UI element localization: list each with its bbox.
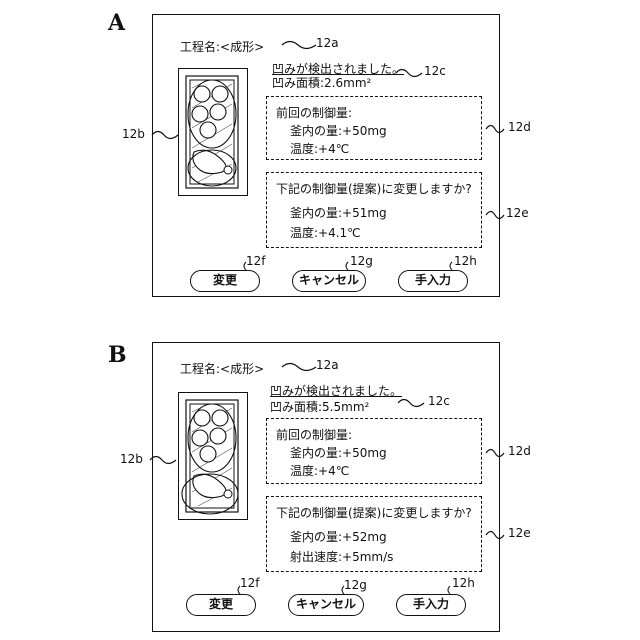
dent-area-a: 凹み面積:2.6mm² [272,74,371,91]
product-image-a [178,68,248,196]
ref-12e-b: 12e [508,526,531,540]
leader-12b-b [148,455,178,465]
figure-label-b: B [108,342,127,368]
proposal-title-a: 下記の制御量(提案)に変更しますか? [276,180,472,197]
molded-part-drawing-b [178,392,248,520]
proposal-item-b-2: 射出速度:+5mm/s [290,548,393,565]
leader-12b-a [150,130,180,140]
leader-12d-a [484,124,506,134]
ref-12b-b: 12b [120,452,143,466]
manual-input-button-b[interactable]: 手入力 [396,594,466,616]
change-button-b[interactable]: 変更 [186,594,256,616]
ref-12e-a: 12e [506,206,529,220]
leader-12c-b [396,398,426,408]
leader-12a-a [280,40,320,50]
leader-12e-a [484,210,506,220]
leader-12a-b [280,362,320,372]
previous-control-item-b-2: 温度:+4℃ [290,462,349,479]
ref-12d-b: 12d [508,444,531,458]
previous-control-title-a: 前回の制御量: [276,104,352,121]
process-name-a: 工程名:<成形> [180,38,264,55]
previous-control-item-a-2: 温度:+4℃ [290,140,349,157]
ref-12d-a: 12d [508,120,531,134]
product-image-b [178,392,248,520]
molded-part-drawing-a [178,68,248,196]
cancel-button-a[interactable]: キャンセル [292,270,366,292]
ref-12b-a: 12b [122,127,145,141]
manual-input-button-a[interactable]: 手入力 [398,270,468,292]
leader-buttons-b [214,580,514,600]
cancel-button-b[interactable]: キャンセル [288,594,364,616]
figure-label-a: A [108,10,125,36]
proposal-title-b: 下記の制御量(提案)に変更しますか? [276,504,472,521]
leader-12c-a [394,68,424,78]
previous-control-item-b-1: 釜内の量:+50mg [290,444,387,461]
leader-buttons-a [220,258,520,278]
leader-12e-b [484,530,506,540]
change-button-a[interactable]: 変更 [190,270,260,292]
ref-12a-b: 12a [316,358,339,372]
ref-12a-a: 12a [316,36,339,50]
ref-12c-b: 12c [428,394,450,408]
previous-control-title-b: 前回の制御量: [276,426,352,443]
proposal-item-a-1: 釜内の量:+51mg [290,204,387,221]
proposal-item-b-1: 釜内の量:+52mg [290,528,387,545]
leader-12d-b [484,448,506,458]
detected-message-b: 凹みが検出されました。 [270,382,402,399]
previous-control-item-a-1: 釜内の量:+50mg [290,122,387,139]
proposal-item-a-2: 温度:+4.1℃ [290,224,361,241]
process-name-b: 工程名:<成形> [180,360,264,377]
dent-area-b: 凹み面積:5.5mm² [270,398,369,415]
ref-12c-a: 12c [424,64,446,78]
